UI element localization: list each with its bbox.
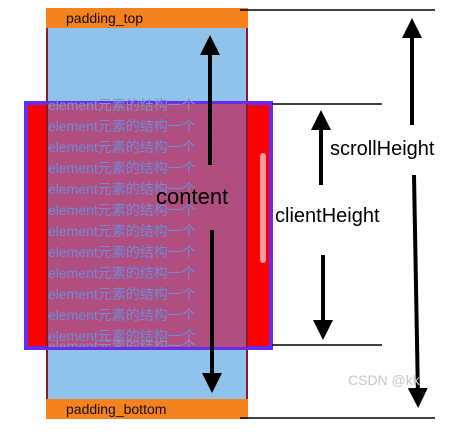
content-line: element元素的结构一个 <box>48 328 196 344</box>
watermark: CSDN @kk <box>348 372 420 388</box>
content-line: element元素的结构一个 <box>48 223 196 239</box>
client-height-label: clientHeight <box>275 205 380 227</box>
content-label: content <box>156 184 229 209</box>
padding-top-label: padding_top <box>66 10 144 26</box>
scrollbar-thumb[interactable] <box>260 153 266 263</box>
padding-bottom-label: padding_bottom <box>66 401 167 417</box>
content-line: element元素的结构一个 <box>48 118 196 134</box>
content-line: element元素的结构一个 <box>48 181 196 197</box>
content-line: element元素的结构一个 <box>48 202 196 218</box>
content-line: element元素的结构一个 <box>48 160 196 176</box>
scroll-arrow-down <box>407 174 428 408</box>
content-line: element元素的结构一个 <box>48 244 196 260</box>
content-line: element元素的结构一个 <box>48 265 196 281</box>
content-line: element元素的结构一个 <box>48 338 196 347</box>
content-line: element元素的结构一个 <box>48 139 196 155</box>
content-overlay <box>46 104 248 347</box>
content-line: element元素的结构一个 <box>48 286 196 302</box>
content-line: element元素的结构一个 <box>48 97 196 113</box>
padding-top-band: padding_top <box>46 8 248 28</box>
scroll-height-label: scrollHeight <box>330 138 435 160</box>
padding-bottom-band: padding_bottom <box>46 399 248 419</box>
content-line: element元素的结构一个 <box>48 307 196 323</box>
